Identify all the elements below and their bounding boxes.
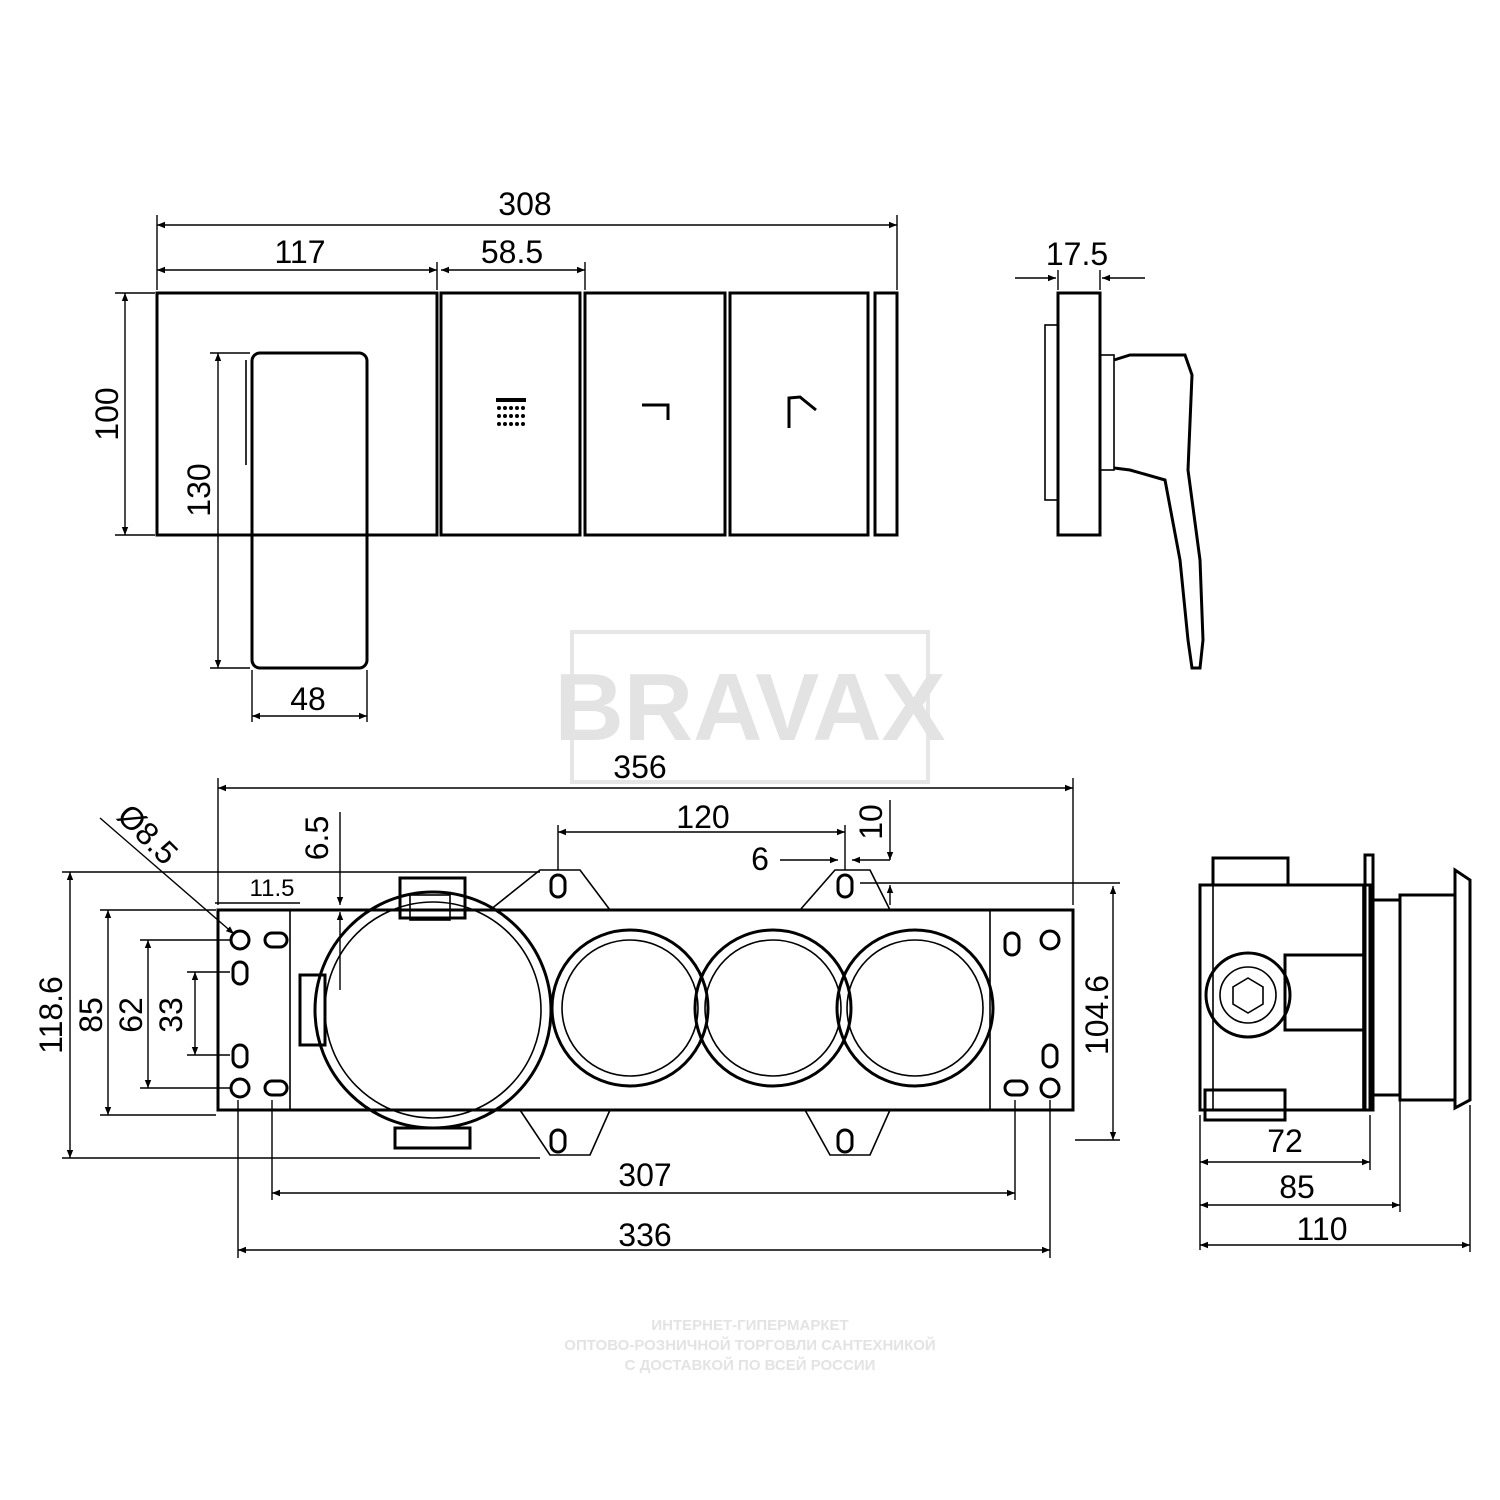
dim-6: 6 [751,841,769,877]
dim-85: 85 [73,997,109,1033]
watermark-line: ИНТЕРНЕТ-ГИПЕРМАРКЕТ [651,1317,848,1334]
dim-130: 130 [181,463,217,516]
dim-308: 308 [498,186,551,222]
dim-58-5: 58.5 [481,234,543,270]
dim-117: 117 [274,234,325,270]
dim-336: 336 [618,1217,671,1253]
dim-100: 100 [89,387,125,440]
overhead-shower-icon [496,398,526,426]
dim-d8-5: Ø8.5 [111,797,186,872]
dim-110: 110 [1296,1211,1347,1247]
dim-11-5: 11.5 [250,875,295,902]
dim-104-6: 104.6 [1079,975,1115,1055]
panel-end-cap [873,291,899,537]
dim-356: 356 [613,749,666,785]
side-view: 17.5 [1015,236,1205,670]
handle [250,351,369,670]
watermark-brand: BRAVAX [554,654,945,761]
button-hand-shower [728,291,870,537]
front-view [155,291,899,670]
dim-10: 10 [853,804,889,840]
watermark-line: С ДОСТАВКОЙ ПО ВСЕЙ РОССИИ [625,1356,876,1374]
dim-307: 307 [618,1157,671,1193]
dim-33: 33 [153,997,189,1033]
panel-main-section [155,291,439,537]
dim-85-side: 85 [1279,1169,1315,1205]
dim-72: 72 [1267,1123,1303,1159]
dim-48: 48 [290,681,326,717]
box-side-view: 72 85 110 [1198,853,1472,1252]
button-spout [583,291,727,537]
box-front-view [216,869,1075,1156]
watermark: BRAVAX ИНТЕРНЕТ-ГИПЕРМАРКЕТ ОПТОВО-РОЗНИ… [554,630,946,1374]
watermark-line: ОПТОВО-РОЗНИЧНОЙ ТОРГОВЛИ САНТЕХНИКОЙ [564,1336,935,1354]
box-front-dimensions: 356 120 10 6 6.5 Ø8.5 11.5 118.6 85 62 3… [33,749,1120,1258]
front-dimensions: 308 117 58.5 100 130 48 [89,186,898,722]
dim-6-5: 6.5 [299,816,335,860]
hand-shower-icon [787,395,817,428]
dim-120: 120 [676,799,729,835]
spout-icon [642,403,670,420]
button-overhead-shower [439,291,582,537]
dim-118-6: 118.6 [33,976,69,1054]
dim-17-5: 17.5 [1046,236,1108,272]
dim-62: 62 [113,997,149,1033]
